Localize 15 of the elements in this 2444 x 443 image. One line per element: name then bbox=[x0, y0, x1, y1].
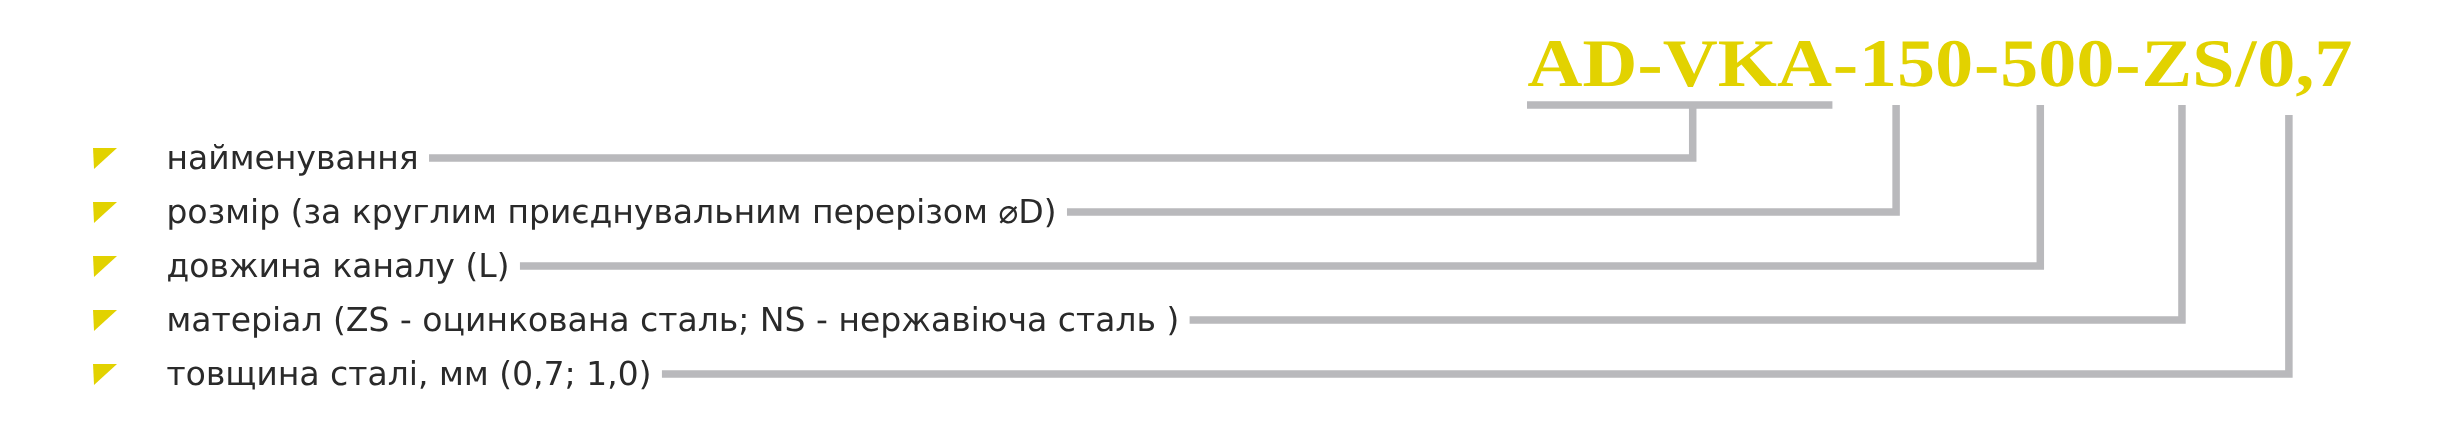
description-text: матеріал (ZS - оцинкована сталь; NS - нержавіюча сталь ) bbox=[169, 305, 1177, 338]
code-text: ZS bbox=[2145, 40, 2232, 87]
leader-line bbox=[661, 114, 2293, 378]
description-text: розмір (за круглим приєднувальним перерізом ⌀D) bbox=[169, 197, 1054, 230]
description-text: довжина каналу (L) bbox=[168, 251, 507, 284]
description-text: найменування bbox=[169, 143, 416, 176]
code-text: 0,7 bbox=[2260, 40, 2351, 97]
separator-text: / bbox=[2234, 41, 2258, 87]
code-text: AD-VKA bbox=[1528, 41, 1832, 87]
code-text: 150 bbox=[1865, 40, 1971, 87]
code-text: 500 bbox=[2003, 40, 2112, 87]
separator-text: - bbox=[2118, 67, 2138, 73]
separator-text: - bbox=[1835, 67, 1856, 73]
separator-text: - bbox=[1976, 67, 1997, 73]
description-text: товщина сталі, мм (0,7; 1,0) bbox=[167, 359, 649, 390]
